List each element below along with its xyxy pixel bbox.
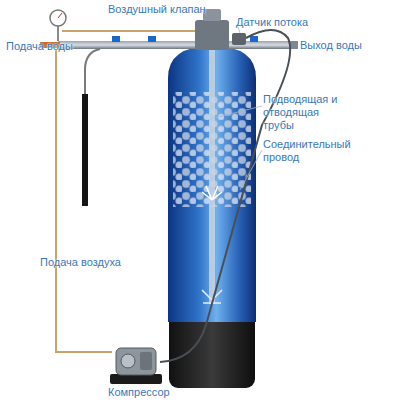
gauge-needle [58,13,62,18]
part-label: Подача воздуха [40,256,121,269]
tank-body [168,46,256,322]
compressor-body [116,348,156,375]
part-label: Датчик потока [236,16,308,29]
compressor-head [121,354,135,368]
part-label: Компрессор [108,386,170,399]
rod-tube [85,49,100,96]
water-pipe [58,41,290,49]
valve-handle [250,36,258,42]
valve-handle [148,36,156,42]
black-rod [82,94,88,206]
flow-sensor [232,33,246,45]
outlet-end [290,41,298,49]
gauge-stem [57,26,59,41]
part-label: Подводящая и отводящая трубы [263,93,343,132]
valve-head [195,20,229,50]
air-valve [203,9,221,21]
pressure-gauge [50,10,66,26]
compressor-motor [140,352,152,370]
part-label: Воздушный клапан [108,3,206,16]
valve-handle [112,36,120,42]
air-line-top [62,30,198,32]
inner-pipe [209,46,215,304]
leader-lines [200,10,262,190]
upper-distributor [202,186,222,200]
connecting-wire [160,30,290,362]
part-label: Выход воды [300,39,362,52]
air-line [56,50,112,352]
part-label: Подача воды [6,40,73,53]
part-label: Соединительный провод [263,138,363,164]
tank-base [169,312,255,388]
